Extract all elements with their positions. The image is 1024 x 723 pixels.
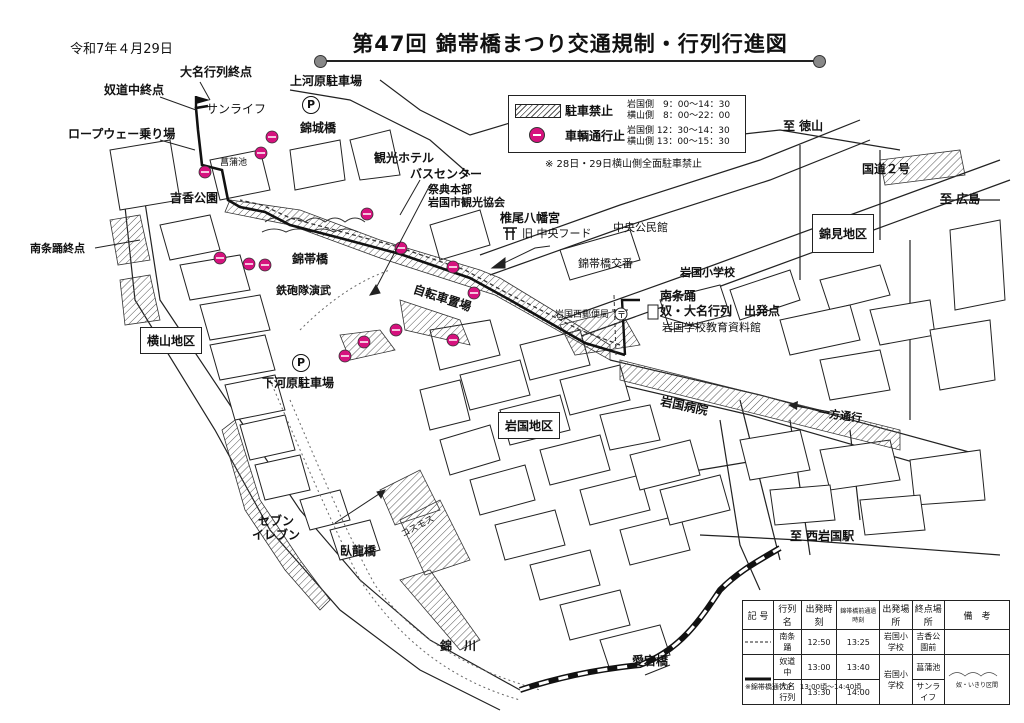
label-bus-center: バスセンター	[410, 167, 483, 181]
district-yokoyama: 横山地区	[140, 327, 203, 354]
label-to-hiroshima: 至 広島	[940, 192, 981, 206]
legend: 駐車禁止 岩国側 9：00～14：30 横山側 8：00～22：00 車輌通行止…	[508, 95, 746, 153]
label-iwakuni-es: 岩国小学校	[680, 266, 735, 279]
label-to-tokuyama: 至 徳山	[783, 119, 824, 133]
district-iwakuni: 岩国地区	[498, 412, 561, 439]
route-procession	[194, 104, 626, 357]
title-block: 第47回 錦帯橋まつり交通規制・行列行進図	[314, 28, 826, 68]
label-kikko: 吉香公園	[170, 191, 219, 205]
label-nishi-post: 岩国西郵便局	[555, 310, 610, 320]
symbol-dashed	[742, 629, 774, 655]
svg-text:〒: 〒	[617, 311, 626, 321]
leader-lines	[94, 81, 701, 676]
table-row: 大名行列 13:30 14:00 サンライフ	[743, 679, 1010, 705]
legend-note: ※ 28日・29日横山側全面駐車禁止	[545, 159, 703, 170]
label-yakko-end: 奴道中終点	[104, 83, 165, 97]
cell-pass: 13:25	[836, 629, 881, 655]
header-cell: 行列名	[773, 600, 802, 630]
table-row: 奴道中 13:00 13:40 岩国小学校 菖蒲池 奴・いきり区間	[742, 654, 1011, 705]
label-shobu: 菖蒲池	[220, 158, 248, 168]
road-network	[119, 79, 1011, 711]
cell-depart: 13:00	[800, 654, 838, 680]
school-building	[647, 304, 659, 320]
label-saiten: 祭典本部	[428, 183, 472, 196]
cell-name: 大名行列	[773, 679, 802, 705]
label-start-a: 南条踊	[660, 289, 697, 303]
one-way-arrow	[788, 401, 831, 413]
label-nanjo-end: 南条踊終点	[30, 242, 85, 255]
label-start-b: 奴・大名行列 出発点	[660, 304, 781, 318]
label-teppo: 鉄砲隊演武	[276, 284, 331, 297]
label-ropeway: ロープウェー乗り場	[68, 127, 176, 141]
label-gakko-shiryo: 岩国学校教育資料館	[662, 321, 761, 334]
cell-to: 菖蒲池	[911, 654, 945, 680]
label-kamigawara: 上河原駐車場	[290, 74, 363, 88]
cell-from: 岩国小学校	[879, 654, 913, 705]
table-header-row: 記 号 行列名 出発時刻 錦帯橋前通過時刻 出発場所 終点場所 備 考	[742, 600, 1011, 630]
cell-to: サンライフ	[911, 679, 945, 705]
schedule-table: 記 号 行列名 出発時刻 錦帯橋前通過時刻 出発場所 終点場所 備 考 南条踊 …	[742, 600, 1011, 705]
cell-note: 奴・いきり区間	[943, 654, 1011, 705]
district-nishiki: 錦見地区	[812, 214, 875, 253]
note-text: 奴・いきり区間	[955, 682, 998, 689]
cell-pass: 13:40	[836, 654, 881, 680]
header-cell: 出発場所	[879, 600, 913, 630]
legend-closure-swatch	[529, 127, 545, 143]
label-garyo: 臥龍橋	[340, 544, 377, 558]
title-dot-left	[314, 55, 327, 68]
label-shimogawara: 下河原駐車場	[262, 376, 335, 390]
cell-name: 南条踊	[773, 629, 802, 655]
label-atago: 愛宕橋	[632, 654, 669, 668]
title-dot-right	[813, 55, 826, 68]
header-cell: 備 考	[943, 600, 1011, 630]
cell-from: 岩国小学校	[879, 629, 913, 655]
label-route2: 国道２号	[862, 162, 911, 176]
title-underline	[320, 60, 820, 62]
header-cell: 記 号	[742, 600, 774, 630]
cell-name: 奴道中	[773, 654, 802, 680]
cell-pass: 14:00	[836, 679, 881, 705]
legend-hatch-swatch	[515, 104, 561, 118]
label-chuo-kominkan: 中央公民館	[613, 221, 668, 234]
no-parking-zones	[109, 149, 966, 651]
cell-depart: 13:30	[800, 679, 838, 705]
header-cell: 終点場所	[911, 600, 945, 630]
header-cell: 出発時刻	[800, 600, 838, 630]
legend-parking-time-1: 岩国側 9：00～14：30	[627, 100, 731, 110]
label-sunlife: サンライフ	[206, 102, 267, 116]
header-cell: 錦帯橋前通過時刻	[836, 600, 881, 630]
schedule-footnote: ※錦帯橋通行止 13:00頃～14:40頃	[745, 683, 862, 691]
legend-closure-time-2: 横山側 13：00～15：30	[627, 137, 730, 147]
label-to-nishiiwakuni: 至 西岩国駅	[790, 529, 855, 543]
page-title: 第47回 錦帯橋まつり交通規制・行列行進図	[352, 32, 788, 56]
label-kintaikyo: 錦帯橋	[292, 252, 329, 266]
river	[269, 269, 541, 701]
label-kinjo-bridge: 錦城橋	[300, 121, 337, 135]
parking-icon: P	[302, 96, 320, 114]
legend-parking-label: 駐車禁止	[565, 104, 614, 118]
parking-icon: P	[292, 354, 310, 372]
legend-parking-time-2: 横山側 8：00～22：00	[627, 111, 731, 121]
label-shiio: 椎尾八幡宮	[500, 211, 561, 225]
cell-note	[943, 629, 1011, 655]
table-row: 南条踊 12:50 13:25 岩国小学校 吉香公園前	[742, 629, 1011, 655]
label-daimyo-end: 大名行列終点	[180, 65, 253, 79]
legend-closure-time-1: 岩国側 12：30～14：30	[627, 126, 730, 136]
shrine-icon	[503, 227, 517, 240]
label-kanko-hotel: 観光ホテル	[374, 151, 435, 165]
label-kintai-koban: 錦帯橋交番	[578, 257, 633, 270]
post-office-icon: 〒	[614, 307, 628, 321]
railway-line	[519, 545, 782, 693]
label-chuo-food: 旧 中央フード	[522, 227, 592, 240]
cell-to: 吉香公園前	[911, 629, 945, 655]
cell-depart: 12:50	[800, 629, 838, 655]
label-nishiki-river: 錦 川	[440, 639, 477, 653]
date-label: 令和7年４月29日	[70, 42, 173, 57]
closure-bars	[201, 136, 478, 357]
label-seven: セブン イレブン	[252, 514, 301, 542]
symbol-solid	[742, 654, 774, 705]
legend-closure-label: 車輌通行止	[565, 129, 626, 143]
label-kanko-kyokai: 岩国市観光協会	[428, 196, 505, 209]
